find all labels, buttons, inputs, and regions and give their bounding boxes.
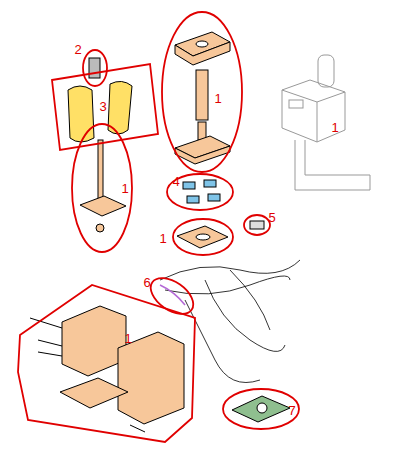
callout-number: 5 bbox=[268, 211, 275, 224]
button-cap bbox=[89, 58, 100, 78]
pump-body bbox=[282, 80, 345, 142]
plate-hole bbox=[196, 234, 210, 240]
top-plate-side bbox=[175, 42, 230, 65]
wire bbox=[185, 300, 260, 383]
rod-base bbox=[80, 196, 126, 216]
pcb-component bbox=[257, 403, 267, 413]
pump-port bbox=[289, 100, 303, 108]
microswitch bbox=[187, 196, 199, 203]
callout-number: 2 bbox=[74, 43, 81, 56]
callout-number: 1 bbox=[124, 332, 131, 345]
callout-number: 6 bbox=[143, 276, 150, 289]
nut bbox=[96, 224, 104, 232]
callout-number: 1 bbox=[214, 92, 221, 105]
motor bbox=[318, 55, 334, 87]
screw bbox=[30, 318, 62, 328]
callout-ring bbox=[167, 174, 233, 210]
callout-ring bbox=[162, 12, 242, 172]
joystick-rod bbox=[98, 140, 103, 200]
wire bbox=[160, 285, 185, 305]
callout-ring bbox=[72, 124, 132, 252]
gasket-plate bbox=[60, 378, 128, 408]
callout-ring bbox=[18, 285, 195, 442]
microswitch bbox=[204, 180, 216, 187]
pump-edges bbox=[282, 90, 345, 142]
callout-ring bbox=[244, 215, 270, 235]
connector bbox=[250, 221, 264, 229]
pipe bbox=[295, 140, 370, 190]
screw bbox=[38, 352, 62, 356]
wire bbox=[205, 280, 285, 351]
callout-ring bbox=[83, 50, 107, 86]
screw bbox=[130, 425, 145, 432]
parts bbox=[30, 32, 290, 432]
callout-ring bbox=[173, 219, 233, 255]
callout-number: 1 bbox=[121, 182, 128, 195]
pump-unit bbox=[282, 55, 370, 190]
spring-shaft bbox=[196, 70, 208, 120]
screw bbox=[38, 340, 62, 346]
callout-ring bbox=[144, 271, 199, 321]
side-panel bbox=[68, 86, 94, 142]
microswitch bbox=[183, 182, 195, 189]
wire bbox=[165, 276, 290, 294]
plate-hole bbox=[196, 41, 208, 47]
callout-number: 1 bbox=[331, 121, 338, 134]
circuit-board bbox=[232, 396, 290, 422]
callout-number: 4 bbox=[172, 175, 179, 188]
housing-half bbox=[62, 306, 126, 376]
housing-half bbox=[118, 332, 184, 424]
microswitch bbox=[208, 194, 220, 201]
wiring-harness bbox=[160, 260, 300, 383]
callout-ring bbox=[52, 64, 158, 150]
callout-ring bbox=[223, 389, 299, 429]
callout-outlines bbox=[18, 12, 299, 442]
callout-number: 1 bbox=[159, 232, 166, 245]
callout-number: 3 bbox=[99, 100, 106, 113]
wire bbox=[230, 270, 270, 330]
mount-plate bbox=[177, 226, 228, 248]
callout-number: 7 bbox=[288, 404, 295, 417]
